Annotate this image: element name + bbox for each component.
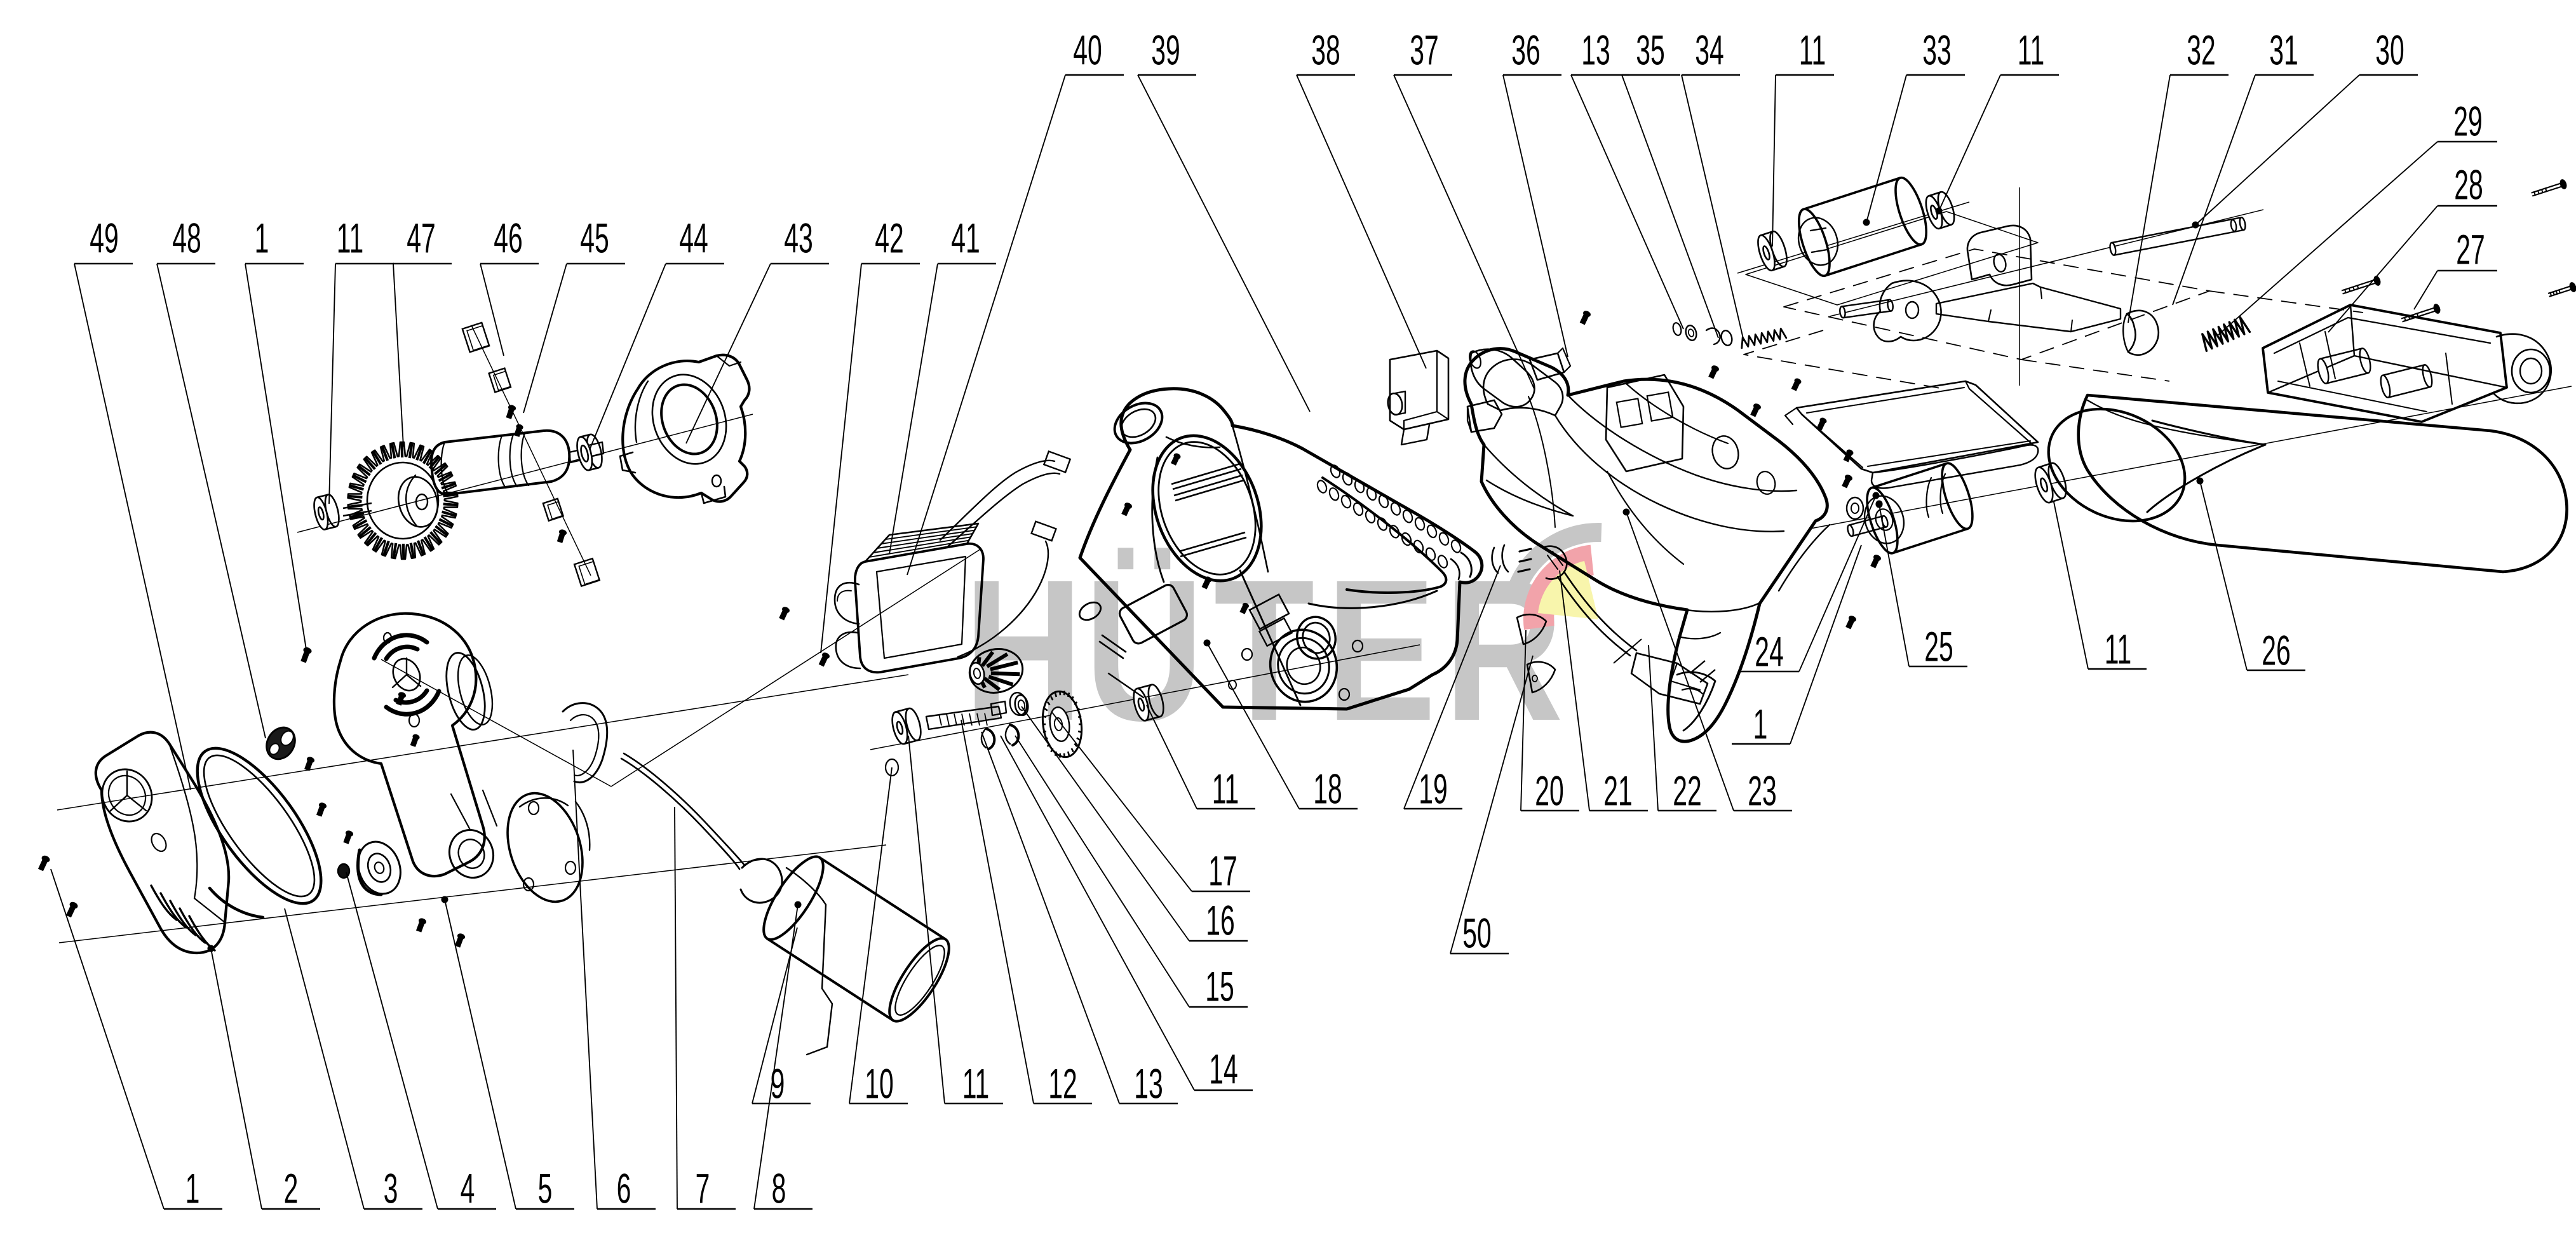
svg-text:E: E xyxy=(1326,539,1436,763)
svg-text:33: 33 xyxy=(1922,26,1952,74)
svg-text:46: 46 xyxy=(494,214,523,262)
svg-text:11: 11 xyxy=(962,1060,989,1107)
svg-text:15: 15 xyxy=(1205,962,1234,1010)
svg-text:36: 36 xyxy=(1511,26,1541,74)
svg-text:25: 25 xyxy=(1924,623,1953,670)
svg-text:44: 44 xyxy=(679,214,708,262)
svg-text:24: 24 xyxy=(1755,628,1784,675)
svg-text:11: 11 xyxy=(337,214,363,262)
svg-text:1: 1 xyxy=(185,1164,200,1212)
svg-text:9: 9 xyxy=(771,1060,785,1107)
svg-text:11: 11 xyxy=(1799,26,1826,74)
svg-text:41: 41 xyxy=(951,214,980,262)
svg-text:1: 1 xyxy=(1753,700,1768,748)
svg-text:18: 18 xyxy=(1313,765,1342,813)
svg-text:45: 45 xyxy=(580,214,609,262)
svg-text:20: 20 xyxy=(1535,767,1564,814)
svg-text:42: 42 xyxy=(875,214,904,262)
svg-text:34: 34 xyxy=(1695,26,1724,74)
svg-text:26: 26 xyxy=(2262,626,2291,674)
svg-text:11: 11 xyxy=(1212,765,1239,813)
svg-text:39: 39 xyxy=(1151,26,1180,74)
svg-text:38: 38 xyxy=(1311,26,1340,74)
svg-text:47: 47 xyxy=(407,214,436,262)
svg-text:11: 11 xyxy=(2105,625,2131,673)
svg-text:5: 5 xyxy=(538,1164,553,1212)
svg-text:11: 11 xyxy=(2018,26,2044,74)
svg-text:21: 21 xyxy=(1603,767,1633,814)
svg-text:48: 48 xyxy=(172,214,201,262)
svg-text:29: 29 xyxy=(2453,97,2483,145)
svg-text:17: 17 xyxy=(1208,847,1237,894)
svg-text:8: 8 xyxy=(772,1164,786,1212)
svg-text:T: T xyxy=(1214,539,1315,763)
svg-text:6: 6 xyxy=(617,1164,631,1212)
svg-text:31: 31 xyxy=(2269,26,2298,74)
svg-text:28: 28 xyxy=(2454,161,2483,208)
svg-text:27: 27 xyxy=(2456,226,2485,273)
svg-text:7: 7 xyxy=(696,1164,710,1212)
svg-text:43: 43 xyxy=(784,214,813,262)
svg-text:16: 16 xyxy=(1206,896,1235,944)
svg-text:19: 19 xyxy=(1419,765,1448,813)
svg-text:3: 3 xyxy=(384,1164,398,1212)
svg-text:Ü: Ü xyxy=(1084,539,1204,763)
svg-text:2: 2 xyxy=(284,1164,299,1212)
svg-text:1: 1 xyxy=(255,214,269,262)
svg-text:40: 40 xyxy=(1073,26,1102,74)
svg-text:22: 22 xyxy=(1673,767,1702,814)
svg-text:37: 37 xyxy=(1410,26,1439,74)
svg-text:35: 35 xyxy=(1636,26,1665,74)
svg-text:49: 49 xyxy=(90,214,119,262)
svg-text:12: 12 xyxy=(1048,1060,1077,1107)
svg-text:14: 14 xyxy=(1209,1045,1238,1093)
svg-text:13: 13 xyxy=(1581,26,1610,74)
svg-text:13: 13 xyxy=(1134,1060,1163,1107)
svg-text:50: 50 xyxy=(1462,909,1492,957)
svg-text:10: 10 xyxy=(865,1060,894,1107)
svg-text:30: 30 xyxy=(2375,26,2404,74)
svg-text:32: 32 xyxy=(2187,26,2216,74)
svg-text:23: 23 xyxy=(1748,767,1777,814)
svg-text:4: 4 xyxy=(461,1164,475,1212)
